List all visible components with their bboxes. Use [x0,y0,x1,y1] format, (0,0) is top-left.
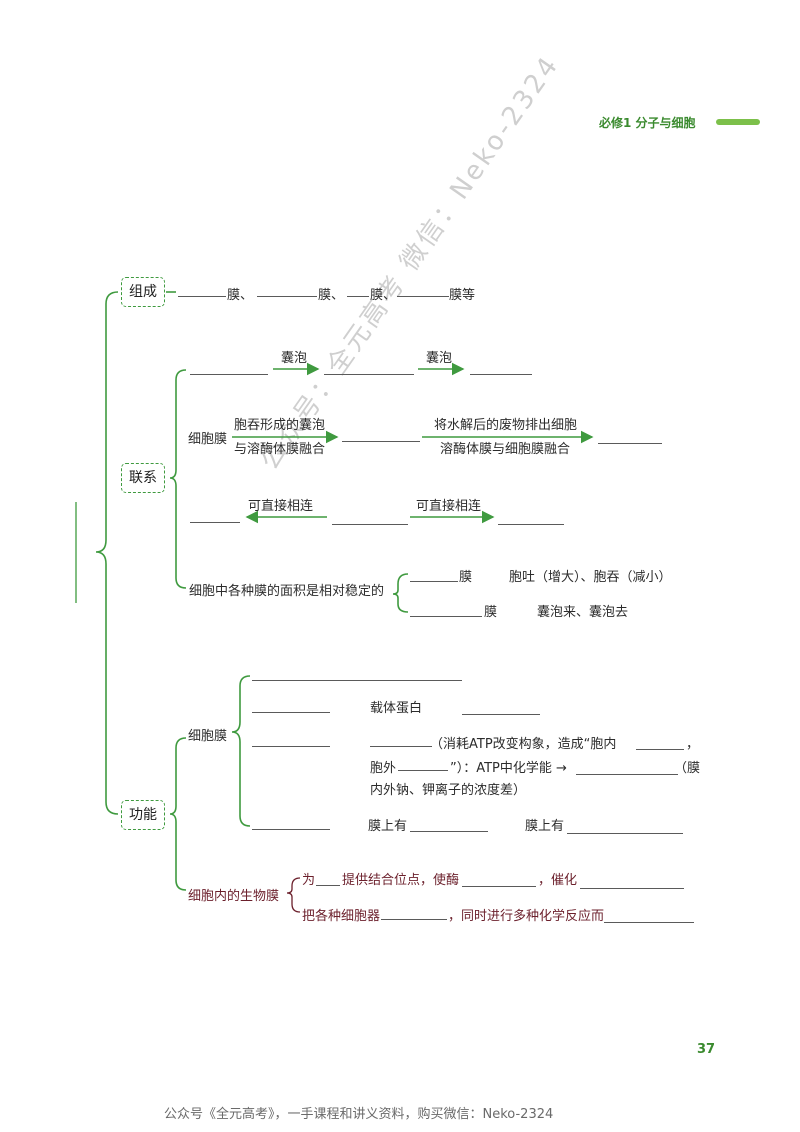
blank[interactable] [397,296,449,297]
page-number: 37 [697,1042,716,1057]
node-connection: 联系 [121,463,165,493]
biomembrane-label: 细胞内的生物膜 [188,889,280,904]
blank[interactable] [190,522,240,523]
blank[interactable] [462,886,536,887]
blank[interactable] [381,919,447,920]
blank[interactable] [324,374,414,375]
atp-line-2a: 胞外 [370,761,397,776]
area-stable-text: 细胞中各种膜的面积是相对稳定的 [189,584,385,599]
blank[interactable] [604,922,694,923]
header-bar [716,119,760,125]
blank[interactable] [190,374,268,375]
atp-line-1b: ， [686,737,700,752]
vesicle-label-1: 囊泡 [281,351,308,366]
blank[interactable] [470,374,532,375]
blank[interactable] [252,829,330,830]
cell-membrane-label: 细胞膜 [188,432,228,447]
blank[interactable] [410,581,458,582]
blank[interactable] [178,296,226,297]
function-cell-membrane: 细胞膜 [188,729,228,744]
atp-line-2c: （膜 [674,761,701,776]
blank[interactable] [576,774,678,775]
atp-line-2b: ”）：ATP中化学能 → [450,761,567,776]
membrane-a-desc: 胞吐（增大）、胞吞（减小） [509,570,672,585]
blank[interactable] [410,831,488,832]
blank[interactable] [567,833,683,834]
node-function: 功能 [121,800,165,830]
composition-m2: 膜、 [318,288,345,303]
bio-line-1c: ，催化 [538,873,578,888]
membrane-has-2: 膜上有 [525,819,565,834]
blank[interactable] [580,888,684,889]
bio-line-1a: 为 [302,873,316,888]
blank[interactable] [398,770,448,771]
membrane-b: 膜 [484,605,498,620]
blank[interactable] [462,714,540,715]
chapter-header: 必修1 分子与细胞 [599,116,696,130]
vesicle-label-2: 囊泡 [426,351,453,366]
direct-link-1: 可直接相连 [248,499,314,514]
blank[interactable] [316,885,340,886]
blank[interactable] [342,441,420,442]
phago-line-2: 与溶酶体膜融合 [234,442,326,457]
blank[interactable] [410,616,482,617]
blank[interactable] [257,296,317,297]
membrane-has-1: 膜上有 [368,819,408,834]
bio-line-2b: ，同时进行多种化学反应而 [448,909,605,924]
composition-m1: 膜、 [227,288,254,303]
bio-line-2a: 把各种细胞器 [302,909,381,924]
carrier-protein: 载体蛋白 [370,701,423,716]
phago-line-1: 胞吞形成的囊泡 [234,418,326,433]
footer-text: 公众号《全元高考》，一手课程和讲义资料，购买微信：Neko-2324 [164,1107,554,1122]
excrete-line-2: 溶酶体膜与细胞膜融合 [440,442,571,457]
blank[interactable] [636,749,684,750]
blank[interactable] [498,524,564,525]
composition-m4: 膜等 [449,288,476,303]
blank[interactable] [598,443,662,444]
direct-link-2: 可直接相连 [416,499,482,514]
blank[interactable] [252,746,330,747]
bio-line-1b: 提供结合位点，使酶 [342,873,460,888]
membrane-a: 膜 [459,570,473,585]
blank[interactable] [252,712,330,713]
composition-m3: 膜、 [370,288,397,303]
atp-line-1a: （消耗ATP改变构象，造成“胞内 [430,737,617,752]
blank[interactable] [370,746,432,747]
excrete-line-1: 将水解后的废物排出细胞 [434,418,578,433]
blank[interactable] [347,296,369,297]
membrane-b-desc: 囊泡来、囊泡去 [537,605,629,620]
node-composition: 组成 [121,277,165,307]
blank[interactable] [332,524,408,525]
atp-line-3: 内外钠、钾离子的浓度差） [370,783,527,798]
blank[interactable] [252,680,462,681]
